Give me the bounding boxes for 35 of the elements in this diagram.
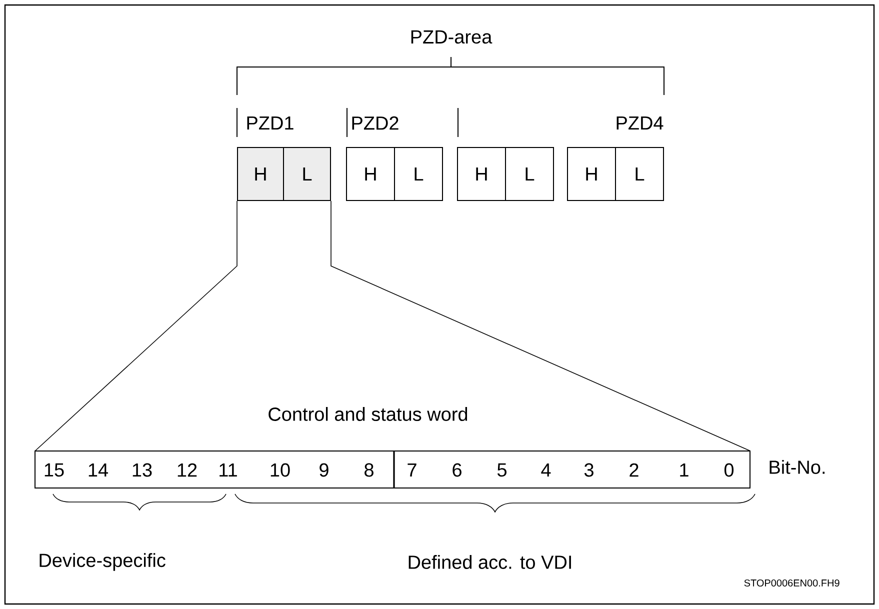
word-label: PZD2 <box>352 116 398 130</box>
byte-cell: L <box>283 147 331 201</box>
bit-number: 1 <box>680 463 688 477</box>
zoom-line <box>330 200 751 452</box>
axis-caption: Bit-No. <box>770 460 825 474</box>
file-code: STOP0006EN00.FH9 <box>744 579 840 587</box>
bit-number: 5 <box>497 463 506 477</box>
bit-number: 3 <box>584 463 594 477</box>
byte-cell: H <box>567 147 616 201</box>
bit-number: 15 <box>44 463 64 477</box>
bit-number: 7 <box>408 463 416 477</box>
bit-number: 8 <box>364 463 374 477</box>
bit-number: 0 <box>724 463 734 477</box>
group-title: PZD-area <box>411 30 492 44</box>
bit-number: 11 <box>220 463 237 477</box>
range-label: Device-specific <box>40 553 166 571</box>
byte-cell: H <box>346 147 395 201</box>
word-label: PZD4 <box>616 116 664 130</box>
bit-number: 13 <box>132 463 152 477</box>
bit-number: 10 <box>270 463 290 477</box>
byte-cell: L <box>505 147 554 201</box>
byte-cell: L <box>615 147 664 201</box>
bit-number: 9 <box>320 463 328 477</box>
word-label: PZD1 <box>247 116 294 130</box>
bit-number: 14 <box>88 463 108 477</box>
zoom-line <box>34 200 238 452</box>
bit-number: 12 <box>178 463 197 477</box>
range-label: Defined acc. to VDI <box>408 555 571 569</box>
bit-number: 6 <box>452 463 462 477</box>
bit-number: 4 <box>541 463 551 477</box>
word-title: Control and status word <box>268 407 468 421</box>
byte-cell: L <box>394 147 443 201</box>
byte-cell: H <box>457 147 506 201</box>
byte-cell: H <box>237 147 284 201</box>
bit-number: 2 <box>630 463 638 477</box>
